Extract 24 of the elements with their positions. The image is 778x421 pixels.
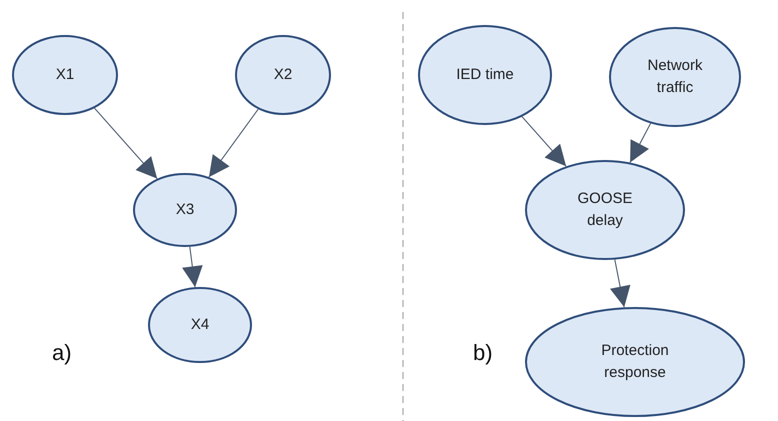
arrow (208, 108, 259, 178)
ellipse-node (12, 35, 118, 115)
ellipse-node (133, 173, 237, 247)
ellipse-node (418, 25, 552, 125)
ellipse-node (148, 287, 252, 363)
panel-label: b) (473, 340, 493, 366)
arrow (630, 122, 652, 163)
node-label: Network traffic (646, 56, 704, 98)
node-label: Protection response (600, 341, 670, 383)
node-label: X2 (274, 65, 292, 86)
ellipse-node (525, 160, 685, 260)
arrow (94, 108, 158, 180)
node-label: X1 (56, 65, 74, 86)
ellipse-node (609, 27, 741, 127)
ellipse-node (525, 307, 745, 417)
arrow (182, 246, 203, 288)
node-label: X4 (190, 315, 210, 336)
node-label: GOOSE delay (576, 189, 634, 231)
arrow (522, 116, 567, 167)
arrow (610, 259, 630, 308)
panel-label: a) (52, 340, 72, 366)
ellipse-node (235, 35, 331, 115)
node-label: X3 (176, 200, 194, 220)
node-label: IED time (456, 65, 514, 86)
